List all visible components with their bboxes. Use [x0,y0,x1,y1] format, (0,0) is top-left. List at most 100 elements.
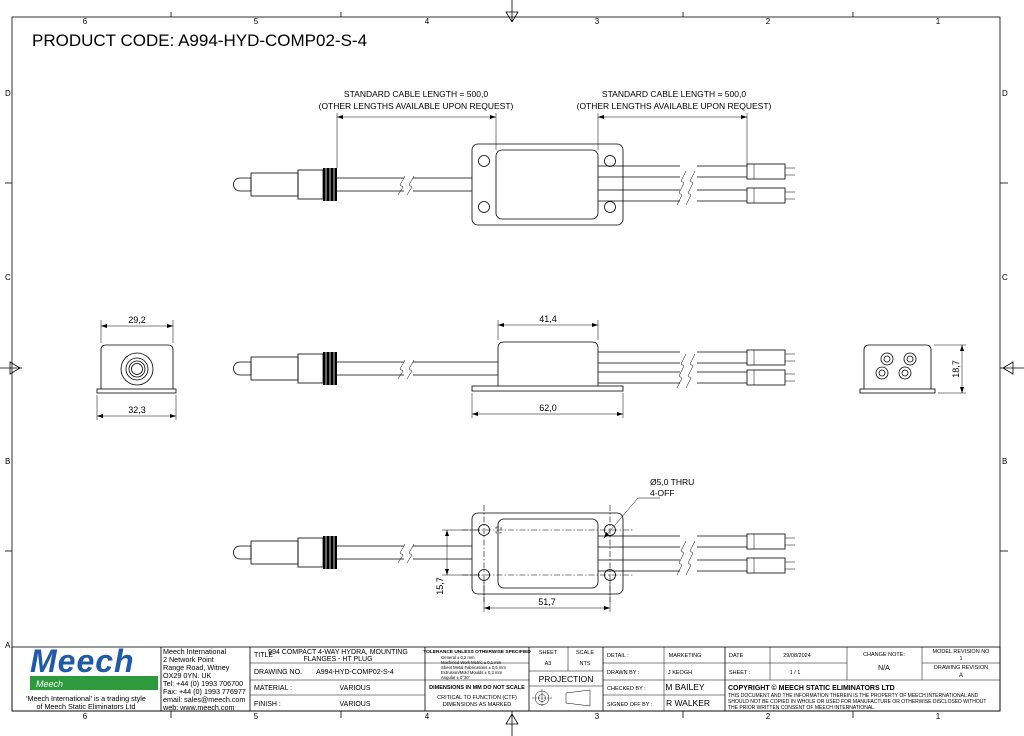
logo-sub: Meech [36,679,63,689]
drawing-no-value: A994-HYD-COMP02-S-4 [316,669,394,676]
cable-length-note-right: (OTHER LENGTHS AVAILABLE UPON REQUEST) [577,101,772,111]
dim-end-width-top: 29,2 [128,315,146,325]
tolerance-header: TOLERANCE UNLESS OTHERWISE SPECIFIED [423,649,531,655]
dim-height: 18,7 [951,360,961,378]
hole-note: Ø5,0 THRU [650,477,694,487]
zone-col-bottom: 4 [425,712,430,721]
tolerance-line: Extrusion/Mold Moulds ± 0,3 mm [441,670,502,675]
address-line: Meech International [163,647,227,656]
zone-labels: 6 5 4 3 2 1 6 5 4 3 2 1 D C B A D C B [5,17,1008,721]
zone-row-right: B [1002,457,1007,466]
change-note-label: CHANGE NOTE: [863,652,905,658]
address-line: Tel: +44 (0) 1993 706700 [163,679,243,688]
checked-by-value: M BAILEY [665,682,705,692]
drawn-by-value: J KEOGH [668,670,692,676]
title-block: Meech Meech 'Meech International' is a t… [11,643,1001,712]
material-label: MATERIAL : [254,685,292,692]
copyright-line: THIS DOCUMENT AND THE INFORMATION THEREI… [728,693,979,699]
tolerance-line: Machined Work Metric ± 0,1 mm [441,660,502,665]
dim-end-width-bottom: 32,3 [128,405,146,415]
model-revision-label: MODEL REVISION NO [933,649,991,655]
zone-col-top: 5 [254,17,259,26]
material-value: VARIOUS [340,685,371,692]
cable-length-note-right: STANDARD CABLE LENGTH = 500,0 [602,89,746,99]
dim-hole-pitch-h: 51,7 [538,597,556,607]
title-label: TITLE [254,652,273,659]
zone-row-left: D [5,89,11,98]
drawing-revision-label: DRAWING REVISION [934,665,988,671]
copyright-title: COPYRIGHT © MEECH STATIC ELIMINATORS LTD [728,684,895,692]
zone-col-top: 1 [936,17,941,26]
cable-length-note-left: (OTHER LENGTHS AVAILABLE UPON REQUEST) [319,101,514,111]
zone-col-bottom: 5 [254,712,259,721]
tolerance-line: Angular ± 0°30' [441,675,470,680]
drawing-no-label: DRAWING NO. [254,669,302,676]
trading-style-note: of Meech Static Eliminators Ltd [36,702,135,711]
scale-value: NTS [580,661,591,667]
signed-off-label: SIGNED OFF BY : [607,702,653,708]
zone-col-bottom: 6 [83,712,88,721]
zone-row-right: C [1002,273,1008,282]
projection-symbol-icon [532,689,591,707]
address-line: email: sales@meech.com [163,695,245,704]
address-line: 2 Network Point [163,655,214,664]
left-end-view: 29,2 32,3 [96,315,177,420]
copyright-line: THE PRIOR WRITTEN CONSENT OF MEECH INTER… [728,705,875,711]
finish-value: VARIOUS [340,701,371,708]
change-note-value: N/A [878,665,890,672]
product-code-title: PRODUCT CODE: A994-HYD-COMP02-S-4 [32,31,367,50]
finish-label: FINISH : [254,701,281,708]
scale-label: SCALE [576,650,594,656]
zone-row-left: C [5,273,11,282]
address-line: web: www.meech.com [162,703,235,712]
cable-length-note-left: STANDARD CABLE LENGTH = 500,0 [344,89,488,99]
ctf-note: CRITICAL TO FUNCTION (CTF) [437,695,517,701]
address-line: OX29 0YN. UK [163,671,212,680]
zone-col-bottom: 1 [936,712,941,721]
sheet-value: A3 [545,661,552,667]
tolerance-line: Sheet Metal Fabrications ± 0,5 mm [441,665,506,670]
detail-value: MARKETING [669,653,702,659]
sheet-count-label: SHEET : [729,670,751,676]
hole-note: 4-OFF [650,488,675,498]
tolerance-line: General ± 0,2 mm [441,655,475,660]
address-line: Fax: +44 (0) 1993 776977 [163,687,246,696]
dim-body-length: 41,4 [539,314,557,324]
address-line: Range Road, Witney [163,663,230,672]
zone-col-top: 6 [83,17,88,26]
dims-note: DIMENSIONS IN MM DO NOT SCALE [429,685,525,691]
front-view: 41,4 62,0 [233,314,795,418]
detail-label: DETAIL : [607,653,629,659]
date-value: 29/08/2024 [783,653,811,659]
zone-row-left: B [5,457,10,466]
dim-flange-length: 62,0 [539,403,557,413]
drawn-by-label: DRAWN BY : [607,670,640,676]
sheet-count-value: 1 / 1 [790,670,801,676]
title-value: 994 COMPACT 4-WAY HYDRA, MOUNTING [268,649,408,656]
zone-col-bottom: 3 [595,712,600,721]
dim-hole-pitch-v: 15,7 [435,577,445,595]
title-value: FLANGES - HT PLUG [303,656,372,663]
bottom-view: Ø5,0 THRU 4-OFF 15,7 51,7 [233,477,795,612]
zone-col-top: 3 [595,17,600,26]
date-label: DATE [729,653,744,659]
top-view: STANDARD CABLE LENGTH = 500,0 (OTHER LEN… [233,89,795,226]
sheet-label: SHEET [539,650,558,656]
company-logo: Meech [30,643,135,679]
copyright-line: SHOULD NOT BE COPIED IN WHOLE OR USED FO… [728,699,986,705]
drawing-revision-value: A [959,673,963,679]
zone-col-bottom: 2 [766,712,771,721]
projection-label: PROJECTION [539,674,594,684]
model-revision-value: 1 [959,656,962,662]
zone-col-top: 2 [766,17,771,26]
logo-green-band [30,676,158,690]
ctf-note: DIMENSIONS AS MARKED [443,702,511,708]
trading-style-note: 'Meech International' is a trading style [26,694,146,703]
zone-row-right: D [1002,89,1008,98]
checked-by-label: CHECKED BY : [607,686,646,692]
zone-row-left: A [5,641,11,650]
right-end-view: 18,7 [859,344,966,394]
zone-col-top: 4 [425,17,430,26]
signed-off-value: R WALKER [666,698,710,708]
